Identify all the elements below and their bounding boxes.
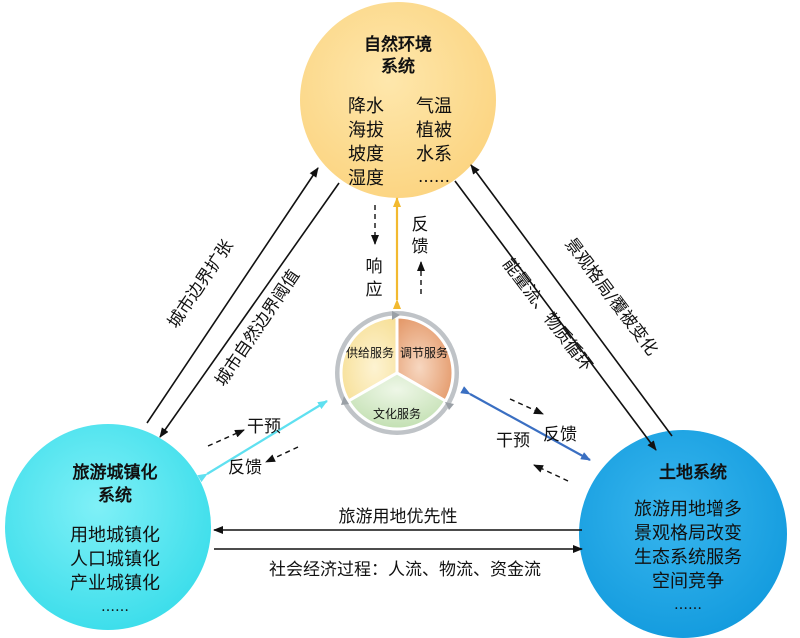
natural-title-line1: 自然环境 — [364, 34, 432, 55]
land-item: 景观格局改变 — [634, 523, 742, 544]
urban-item: 用地城镇化 — [70, 525, 160, 546]
right-feedback-label: 反馈 — [543, 425, 577, 445]
left-inner-label: 城市自然边界阈值 — [212, 266, 305, 390]
natural-item: …… — [418, 167, 450, 186]
land-title: 土地系统 — [659, 462, 727, 483]
natural-title-line2: 系统 — [381, 56, 415, 77]
regulating-services-label: 调节服务 — [400, 345, 448, 360]
natural-environment-node — [300, 2, 496, 198]
urban-title-line2: 系统 — [98, 485, 132, 506]
tourism-urbanization-node — [5, 424, 211, 630]
bottom-bottom-label: 社会经济过程：人流、物流、资金流 — [269, 560, 541, 580]
natural-item: 海拔 — [348, 120, 384, 141]
right-intervene-label: 干预 — [496, 431, 530, 451]
top-response-char1: 响 — [366, 257, 383, 277]
cultural-services-sector — [346, 371, 448, 431]
cycle-arrowhead — [392, 311, 400, 320]
land-item: …… — [674, 597, 702, 613]
right-outer-arrow — [470, 164, 673, 437]
land-item: 旅游用地增多 — [634, 499, 742, 520]
supply-services-label: 供给服务 — [346, 345, 394, 360]
right-interaction-arrow — [460, 386, 591, 461]
natural-item: 湿度 — [348, 168, 384, 189]
top-feedback-char2: 馈 — [412, 237, 429, 257]
left-inner-arrow — [159, 182, 340, 438]
left-interaction-arrow — [197, 400, 328, 483]
left-outer-label: 城市边界扩张 — [164, 236, 238, 332]
natural-item: 气温 — [416, 96, 452, 117]
bottom-top-label: 旅游用地优先性 — [339, 507, 458, 527]
cycle-arrowhead — [445, 402, 454, 410]
top-response-char2: 应 — [366, 280, 383, 300]
left-feedback-dashed-arrow — [265, 446, 299, 463]
ecosystem-services-pie — [335, 311, 459, 435]
top-feedback-char1: 反 — [412, 215, 429, 235]
land-item: 空间竞争 — [652, 571, 724, 592]
land-system-node — [579, 430, 787, 638]
urban-item: 产业城镇化 — [70, 573, 160, 594]
natural-item: 坡度 — [348, 144, 384, 165]
natural-item: 水系 — [416, 144, 452, 165]
left-intervene-dashed-arrow — [207, 429, 245, 447]
left-intervene-label: 干预 — [247, 417, 281, 437]
left-feedback-label: 反馈 — [228, 458, 262, 478]
urban-title-line1: 旅游城镇化 — [73, 462, 158, 483]
right-feedback-dashed-arrow — [509, 398, 544, 415]
cultural-services-label: 文化服务 — [373, 406, 421, 421]
right-inner-arrow — [454, 180, 657, 451]
natural-item: 植被 — [416, 120, 452, 141]
cycle-arrowhead — [341, 396, 349, 405]
natural-item: 降水 — [348, 96, 384, 117]
land-item: 生态系统服务 — [634, 547, 742, 568]
right-intervene-dashed-arrow — [533, 464, 569, 482]
left-outer-arrow — [146, 167, 319, 424]
urban-item: 人口城镇化 — [70, 549, 160, 570]
urban-item: …… — [101, 599, 129, 615]
